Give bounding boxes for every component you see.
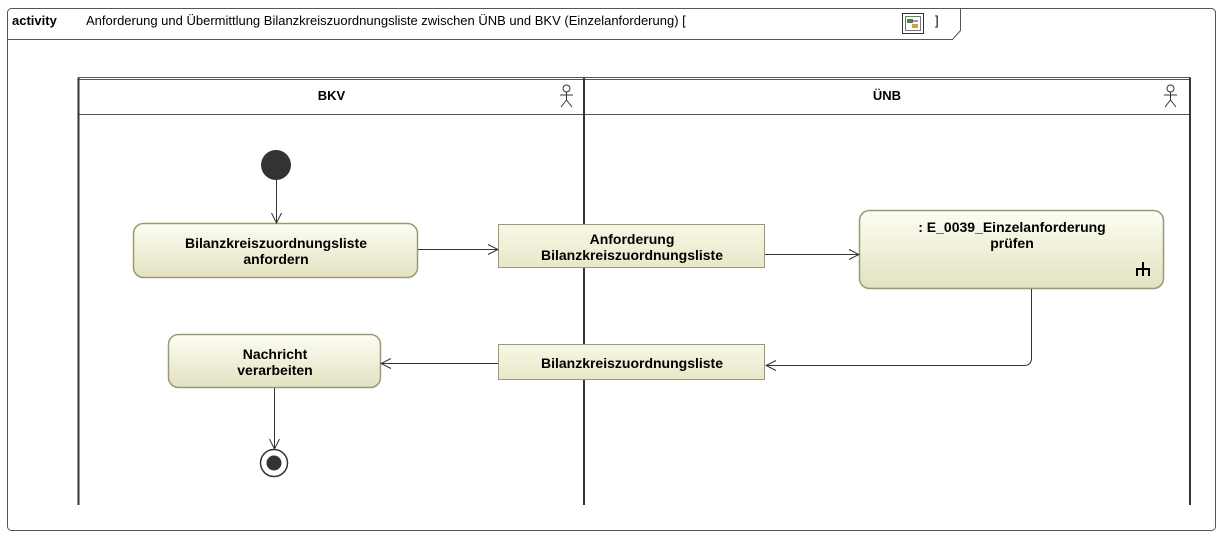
object-request-list[interactable] (498, 224, 765, 268)
action-check-request-line2: prüfen (990, 235, 1034, 251)
initial-node[interactable] (261, 150, 291, 180)
object-list-text: Bilanzkreiszuordnungsliste (540, 354, 724, 371)
lane-title-unb: ÜNB (872, 88, 902, 103)
frame-keyword: activity (12, 13, 57, 28)
swimlane-pool (77, 77, 1191, 505)
action-request-list-line1: Bilanzkreiszuordnungsliste (184, 235, 368, 251)
actor-icon (560, 84, 573, 108)
action-process-message-line2: verarbeiten (237, 361, 313, 378)
action-process-message-line1: Nachricht (242, 345, 308, 362)
frame-border (7, 8, 1216, 531)
action-request-list-line2: anfordern (243, 251, 309, 267)
call-behavior-fork-icon (1136, 262, 1150, 276)
action-check-request-line1: : E_0039_Einzelanforderung (918, 219, 1106, 235)
diagram-icon[interactable] (902, 13, 924, 34)
frame-title: Anforderung und Übermittlung Bilanzkreis… (86, 13, 686, 28)
object-list-label: Bilanzkreiszuordnungsliste (499, 345, 765, 380)
activity-final-node[interactable] (259, 448, 289, 478)
object-request-list-line1: Anforderung (589, 230, 675, 247)
frame-header-tab (7, 8, 961, 40)
flow-check-to-list[interactable] (766, 289, 1032, 366)
lane-title-bkv: BKV (317, 88, 346, 103)
object-request-list-line2: Bilanzkreiszuordnungsliste (540, 246, 724, 263)
object-list[interactable] (498, 344, 765, 380)
frame-title-close: ] (935, 13, 939, 28)
actor-icon (1164, 84, 1177, 108)
